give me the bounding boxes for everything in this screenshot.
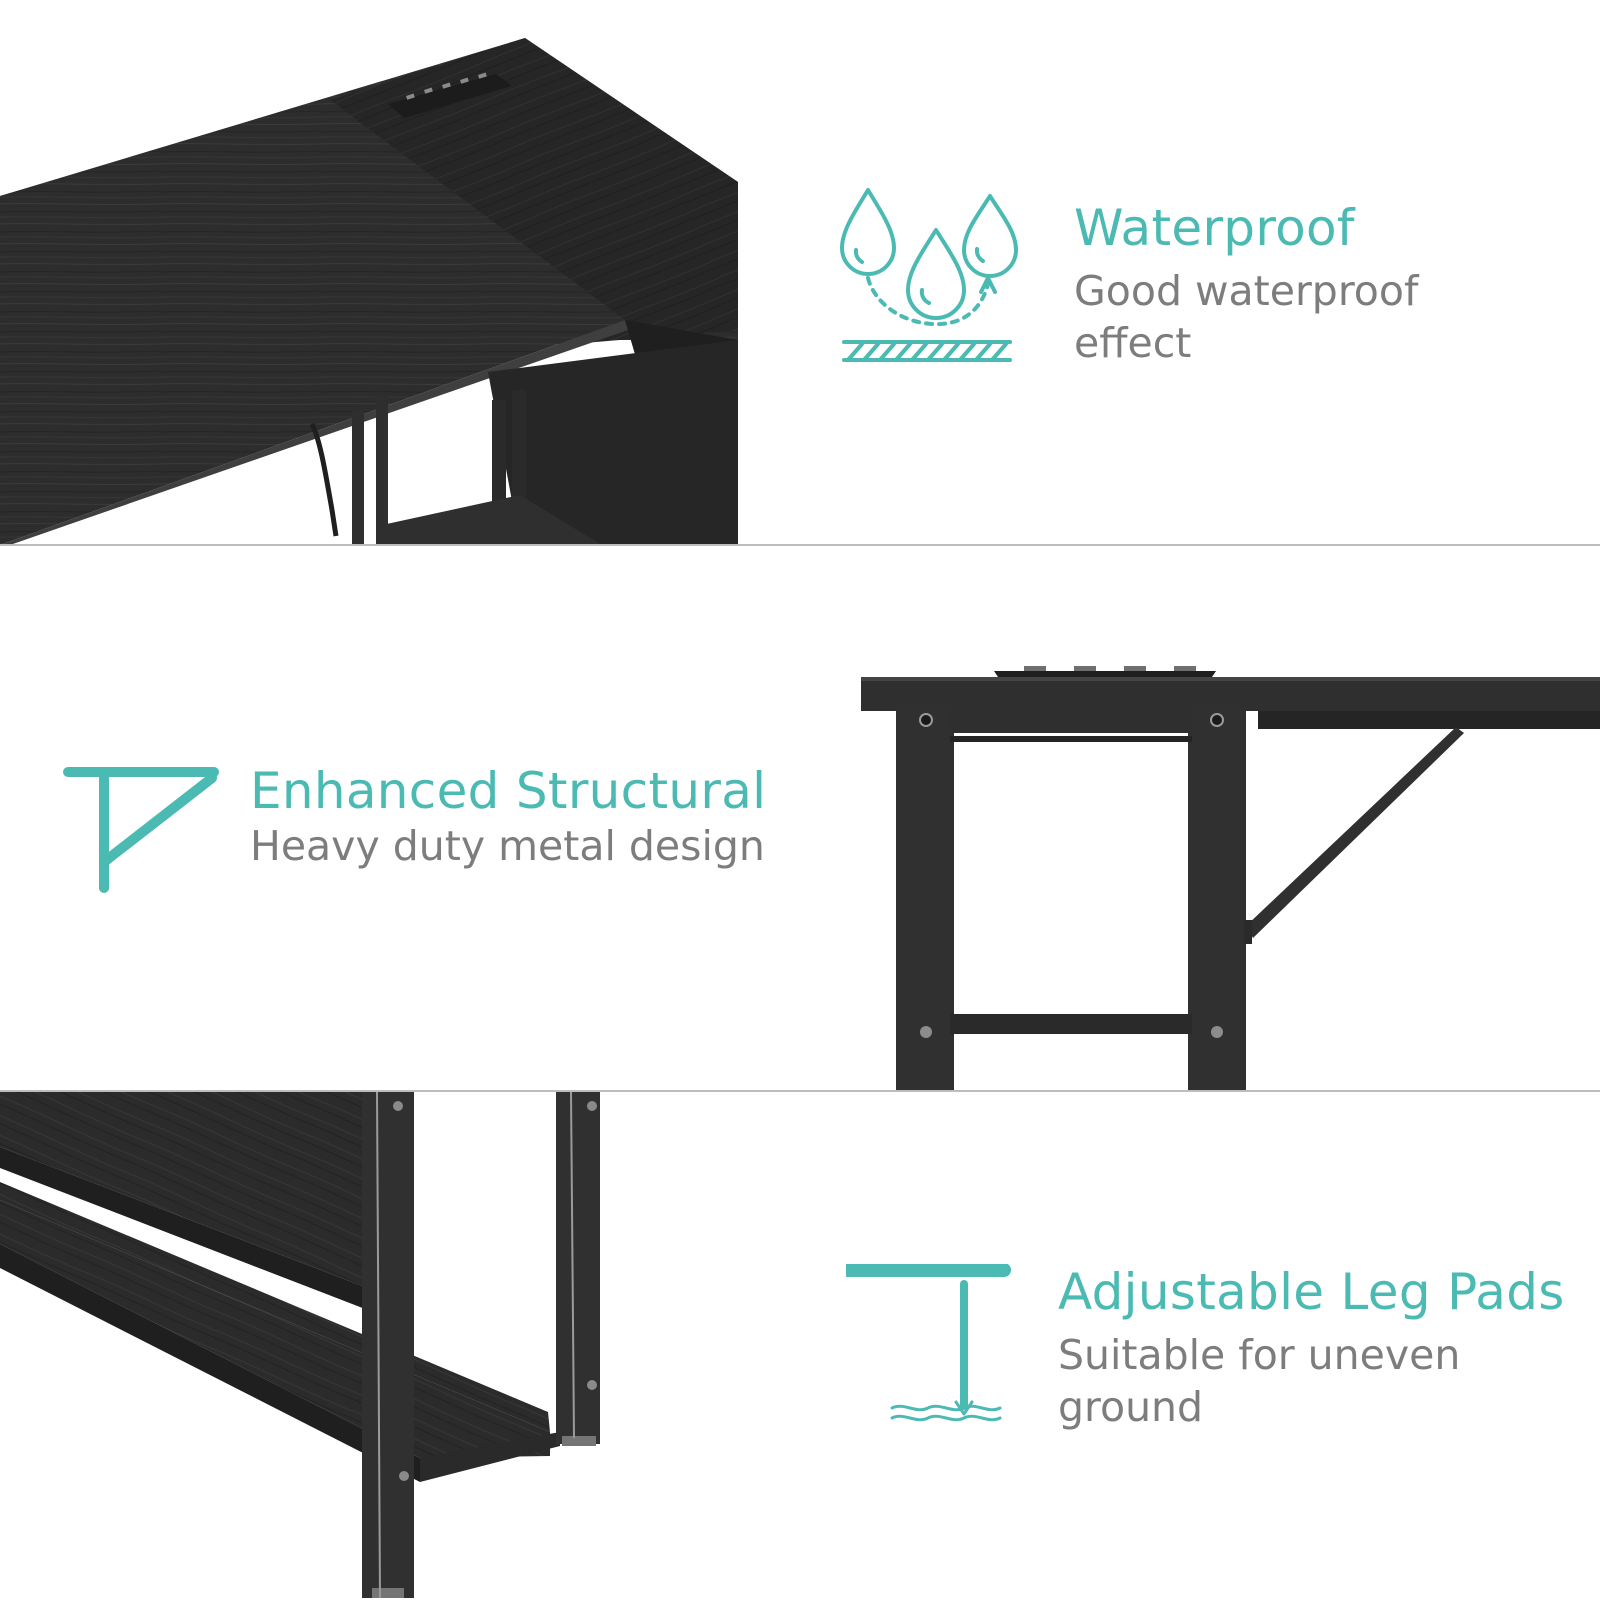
feature-text-waterproof: Waterproof Good waterproof effect — [1074, 202, 1534, 369]
desk-shelf-photo — [0, 1092, 600, 1599]
feature-description: Good waterproof effect — [1074, 266, 1419, 367]
panel-adjustable-leg-pads: Adjustable Leg Pads Suitable for uneven … — [0, 1092, 1600, 1600]
feature-text-enhanced-structural: Enhanced Structural Heavy duty metal des… — [250, 765, 810, 872]
desk-frame-photo — [861, 666, 1600, 1090]
bracket-support-icon — [63, 767, 219, 893]
leveling-pad-icon — [846, 1264, 1011, 1422]
feature-text-adjustable-leg-pads: Adjustable Leg Pads Suitable for uneven … — [1058, 1263, 1565, 1433]
panel-waterproof: Waterproof Good waterproof effect — [0, 0, 1600, 544]
feature-title: Enhanced Structural — [250, 762, 767, 820]
feature-waterproof: Waterproof Good waterproof effect — [840, 182, 1560, 372]
feature-description: Suitable for uneven ground — [1058, 1330, 1461, 1431]
water-drops-icon — [840, 188, 1018, 362]
feature-title: Adjustable Leg Pads — [1058, 1263, 1565, 1321]
feature-description: Heavy duty metal design — [250, 821, 765, 870]
panel-enhanced-structural: Enhanced Structural Heavy duty metal des… — [0, 546, 1600, 1090]
section-divider — [0, 1090, 1600, 1092]
desk-top-photo — [0, 38, 738, 544]
feature-adjustable-leg-pads: Adjustable Leg Pads Suitable for uneven … — [846, 1264, 1586, 1454]
feature-enhanced-structural: Enhanced Structural Heavy duty metal des… — [62, 765, 822, 896]
section-divider — [0, 544, 1600, 546]
feature-title: Waterproof — [1074, 199, 1355, 257]
